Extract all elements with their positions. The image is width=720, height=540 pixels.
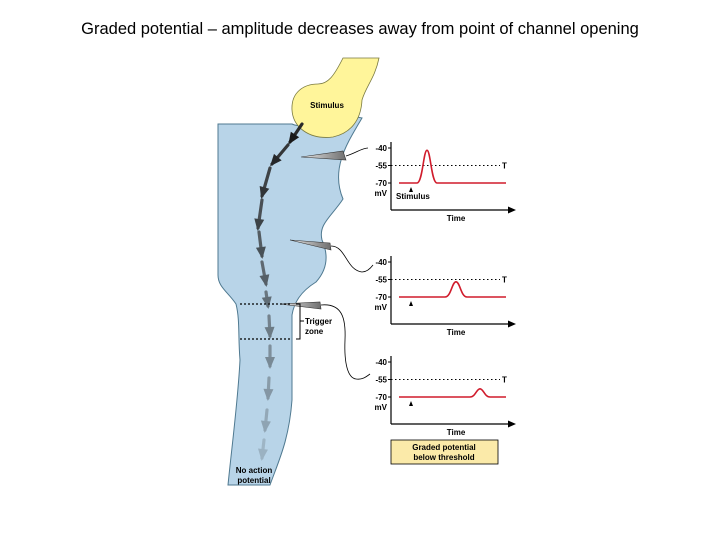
y-unit-label: mV bbox=[375, 303, 388, 312]
time-axis-label: Time bbox=[447, 428, 466, 437]
no-action-potential-label-2: potential bbox=[237, 476, 270, 485]
graded-potential-note: Graded potential below threshold bbox=[390, 439, 499, 465]
electrode-1 bbox=[300, 147, 369, 161]
stimulus-marker bbox=[409, 401, 413, 406]
potential-trace bbox=[399, 281, 506, 298]
potential-trace bbox=[399, 149, 506, 184]
y-tick-label: -70 bbox=[375, 393, 387, 402]
y-tick-label: -55 bbox=[375, 376, 387, 385]
neuron-body bbox=[217, 113, 363, 486]
note-line-1: Graded potential bbox=[412, 443, 476, 452]
propagation-arrow bbox=[264, 314, 275, 339]
y-tick-label: -40 bbox=[375, 258, 387, 267]
stimulus-marker bbox=[409, 301, 413, 306]
potential-trace bbox=[399, 388, 506, 398]
time-axis-label: Time bbox=[447, 328, 466, 337]
electrode-2 bbox=[289, 239, 374, 273]
stimulus-probe-label: Stimulus bbox=[310, 101, 344, 110]
propagation-arrow bbox=[261, 290, 272, 309]
propagation-arrows bbox=[254, 122, 304, 461]
threshold-label: T bbox=[502, 276, 507, 285]
y-tick-label: -70 bbox=[375, 293, 387, 302]
trigger-zone-label-2: zone bbox=[305, 327, 324, 336]
y-tick-label: -40 bbox=[375, 144, 387, 153]
propagation-arrow bbox=[265, 344, 275, 369]
x-axis-arrow bbox=[508, 206, 516, 214]
propagation-arrow bbox=[270, 143, 290, 167]
x-axis-arrow bbox=[508, 320, 516, 328]
y-tick-label: -55 bbox=[375, 276, 387, 285]
propagation-arrow bbox=[258, 438, 268, 461]
propagation-arrow bbox=[260, 408, 271, 433]
electrode-3 bbox=[279, 301, 371, 380]
no-action-potential-label-1: No action bbox=[236, 466, 273, 475]
note-line-2: below threshold bbox=[413, 453, 474, 462]
stimulus-marker bbox=[409, 187, 413, 192]
propagation-arrow bbox=[288, 122, 304, 145]
y-unit-label: mV bbox=[375, 403, 388, 412]
threshold-label: T bbox=[502, 162, 507, 171]
propagation-arrow bbox=[254, 198, 265, 231]
slide-title: Graded potential – amplitude decreases a… bbox=[81, 20, 639, 38]
stimulus-probe bbox=[291, 57, 380, 138]
stimulus-marker-label: Stimulus bbox=[396, 192, 430, 201]
recording-plots: -40-55-70mVTStimulusTime-40-55-70mVTTime… bbox=[375, 142, 516, 437]
time-axis-label: Time bbox=[447, 214, 466, 223]
y-unit-label: mV bbox=[375, 189, 388, 198]
threshold-label: T bbox=[502, 376, 507, 385]
y-tick-label: -40 bbox=[375, 358, 387, 367]
propagation-arrow bbox=[255, 230, 266, 259]
propagation-arrow bbox=[259, 260, 270, 287]
y-tick-label: -55 bbox=[375, 162, 387, 171]
propagation-arrow bbox=[263, 376, 274, 401]
y-tick-label: -70 bbox=[375, 179, 387, 188]
trigger-zone-label-1: Trigger bbox=[305, 317, 332, 326]
x-axis-arrow bbox=[508, 420, 516, 428]
propagation-arrow bbox=[259, 166, 272, 199]
